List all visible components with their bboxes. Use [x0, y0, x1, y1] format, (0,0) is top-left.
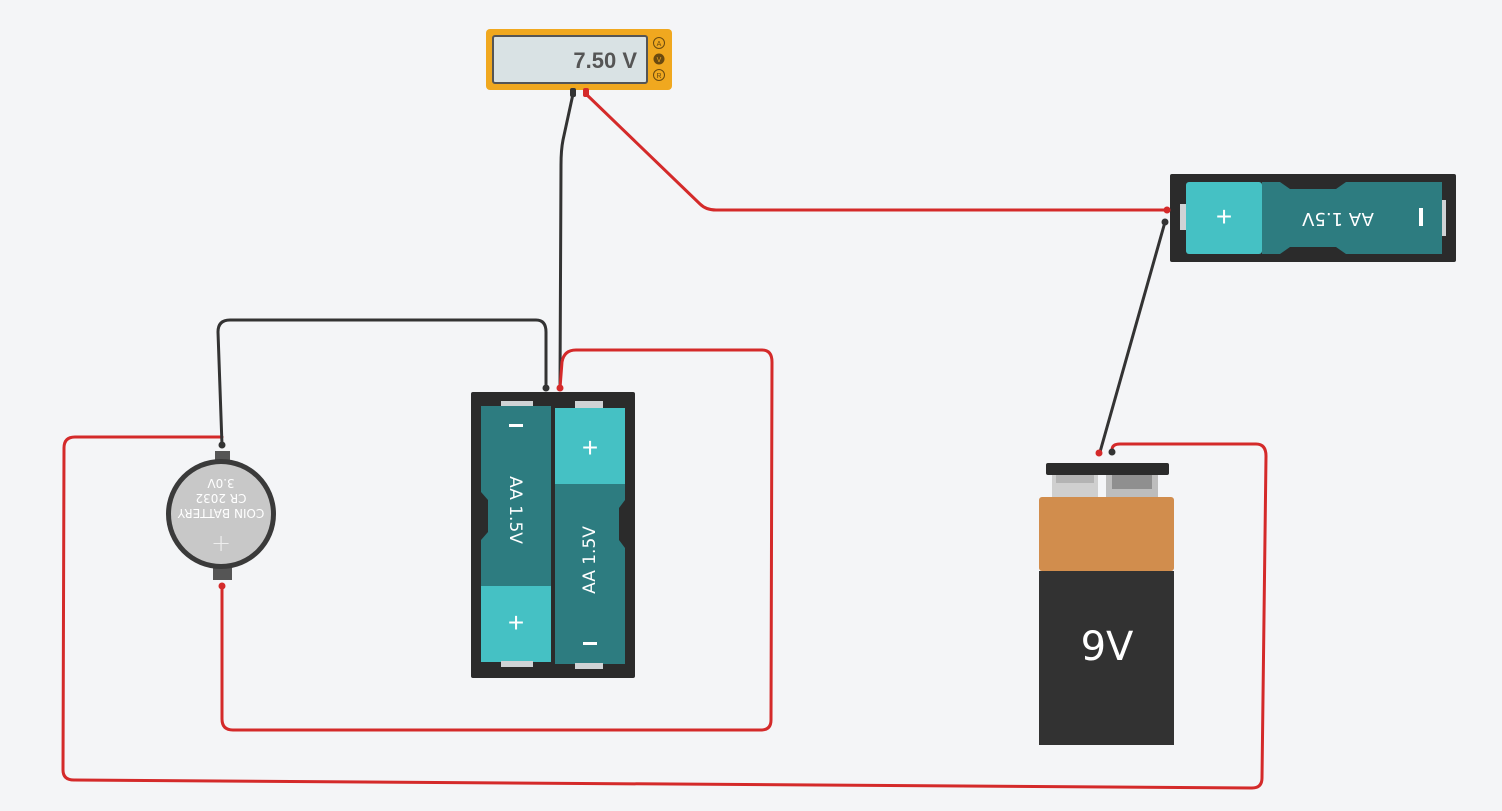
nine-volt-cap [1046, 463, 1169, 475]
coin-terminal-red[interactable] [218, 582, 226, 590]
aa-terminal-red[interactable] [1163, 206, 1171, 214]
pack-cell-2-plus-sign: + [582, 432, 598, 463]
pack-cell-1-terminal-bottom [501, 661, 533, 667]
pack-cell-1-plus-end [481, 586, 551, 662]
mode-v-label: V [657, 57, 662, 64]
coin-label-group: COIN BATTERY CR 2032 3.0V [177, 476, 264, 520]
coin-terminal-black[interactable] [218, 441, 226, 449]
nine-volt-body [1039, 571, 1174, 745]
pack-cell-2-plus-end [555, 408, 625, 484]
aa-plus-sign: + [1216, 201, 1232, 232]
pack-cell-2-body [555, 484, 625, 664]
pack-cell-1-label: AA 1.5V [505, 476, 525, 544]
pack-cell-2-minus-sign [583, 642, 597, 645]
coin-battery[interactable]: COIN BATTERY CR 2032 3.0V + [166, 441, 276, 590]
aa-plus-end [1186, 182, 1262, 254]
mode-v-button[interactable] [653, 53, 665, 65]
aa-minus-sign [1419, 208, 1423, 226]
nine-volt-terminal-red[interactable] [1095, 449, 1103, 457]
wire-red-9v-loop[interactable] [61, 435, 1268, 790]
mode-a-button[interactable] [653, 37, 665, 49]
nine-volt-battery[interactable]: 9V [1039, 448, 1174, 746]
pack-cell-1-terminal-top [501, 401, 533, 407]
nine-volt-top-band [1039, 497, 1174, 571]
wire-black-aa-to-9v[interactable] [1098, 220, 1167, 454]
aa-battery-pack[interactable]: AA 1.5V + + AA 1.5V [471, 384, 635, 679]
wire-black-meter-to-pack[interactable] [558, 92, 575, 390]
aa-terminal-cap [1180, 204, 1188, 230]
multimeter[interactable]: 7.50 V A V R [486, 29, 672, 97]
coin-line-2: CR 2032 [195, 491, 246, 505]
nine-volt-snap-right-top [1112, 475, 1152, 489]
nine-volt-label: 9V [1081, 624, 1134, 670]
pack-cell-2-terminal-top [575, 401, 603, 409]
pack-cell-2-label: AA 1.5V [580, 526, 600, 594]
mode-a-label: A [657, 41, 662, 48]
wire-black-coin-to-pack[interactable] [216, 318, 548, 447]
aa-body [1262, 182, 1442, 254]
wire-red-meter-to-aa[interactable] [584, 92, 1172, 212]
pack-terminal-red[interactable] [556, 384, 564, 392]
coin-line-1: COIN BATTERY [177, 506, 264, 520]
pack-cell-1-plus-sign: + [508, 607, 524, 638]
pack-cell-2-terminal-bottom [575, 663, 603, 669]
multimeter-lcd [492, 35, 648, 84]
multimeter-probe-black[interactable] [570, 88, 576, 97]
nine-volt-terminal-black[interactable] [1108, 448, 1116, 456]
pack-cell-1-minus-sign [509, 424, 523, 427]
coin-tab-bottom [213, 568, 232, 580]
nine-volt-snap-left-top [1056, 475, 1094, 483]
wire-red-pack-to-coin[interactable] [220, 348, 774, 732]
aa-terminal-black[interactable] [1161, 218, 1169, 226]
aa-terminal-end [1442, 200, 1446, 236]
mode-r-label: R [656, 73, 661, 80]
mode-r-button[interactable] [653, 69, 665, 81]
coin-cell [171, 464, 271, 564]
pack-terminal-black[interactable] [542, 384, 550, 392]
multimeter-probe-red[interactable] [583, 88, 589, 97]
pack-cell-1-body [481, 406, 551, 586]
wires [61, 92, 1268, 790]
coin-line-3: 3.0V [207, 476, 235, 490]
aa-battery-single[interactable]: + AA 1.5V [1161, 174, 1457, 262]
coin-plus-sign: + [211, 529, 231, 557]
multimeter-reading: 7.50 V [573, 48, 637, 73]
aa-label: AA 1.5V [1301, 208, 1373, 229]
